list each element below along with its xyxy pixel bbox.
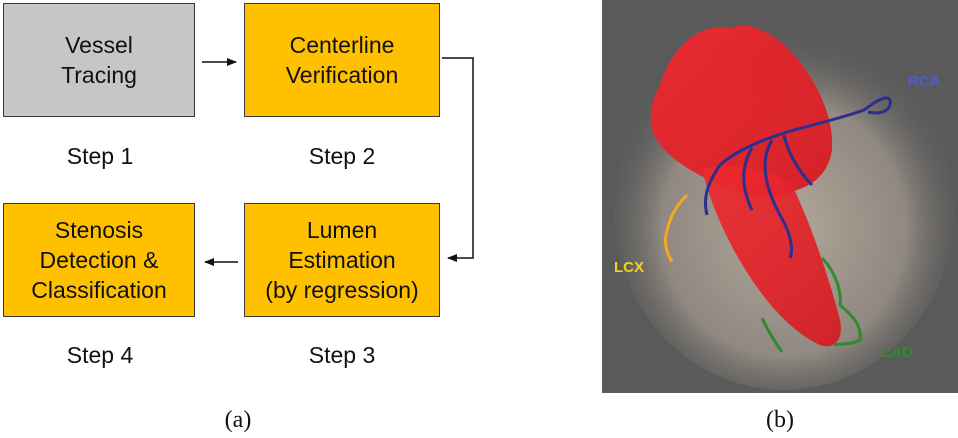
step2-line1: Centerline [289,32,395,58]
lcx-label: LCX [614,259,644,276]
step3-line1: Lumen [306,217,378,243]
rca-label: RCA [908,73,941,90]
step1-box: Vessel Tracing [3,3,195,117]
lad-vessel [760,256,862,353]
heart-render-image: RCA LCX LAD [602,0,958,393]
step2-label: Step 2 [308,143,376,169]
rca-branch-1 [704,164,722,216]
step2-box: Centerline Verification [244,3,440,117]
arrow-step2-to-step3 [442,57,474,262]
rca-vessel [719,96,892,167]
rca-branch-4 [782,134,814,187]
lcx-vessel [664,193,689,263]
step4-label: Step 4 [66,342,134,368]
step3-line3: (by regression) [265,277,419,303]
lad-label: LAD [882,344,913,361]
heart-upper-mass [650,25,833,198]
step4-box: Stenosis Detection & Classification [3,203,195,317]
step3-box: Lumen Estimation (by regression) [244,203,440,317]
step4-line2: Detection & [39,247,159,273]
step1-line2: Tracing [61,62,137,88]
step4-line1: Stenosis [54,217,144,243]
step2-line2: Verification [285,62,399,88]
step4-line3: Classification [31,277,167,303]
step3-label: Step 3 [308,342,376,368]
caption-a: (a) [224,407,252,433]
step1-label: Step 1 [66,143,134,169]
step1-line1: Vessel [65,32,133,58]
heart-lower-mass [702,165,841,347]
rca-branch-3 [763,139,794,259]
rca-branch-2 [742,147,754,211]
step3-line2: Estimation [288,247,396,273]
flow-arrows [202,57,474,266]
caption-b: (b) [766,407,794,433]
